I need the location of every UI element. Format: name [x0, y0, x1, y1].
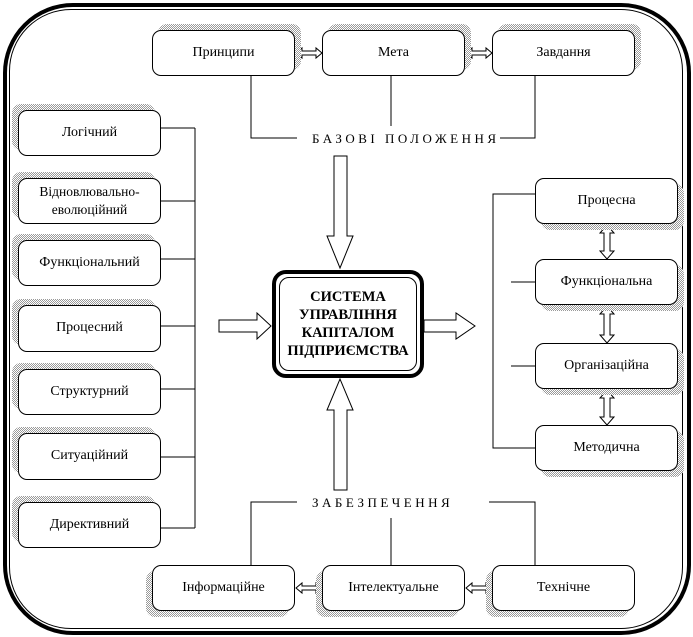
- right-bracket-line: [492, 193, 535, 449]
- box-intellectual: Інтелектуальне: [322, 565, 465, 611]
- center-line-4: ПІДПРИЄМСТВА: [287, 343, 409, 360]
- box-technical: Технічне: [492, 565, 635, 611]
- box-informational: Інформаційне: [152, 565, 295, 611]
- connector-info: [250, 501, 297, 565]
- box-restorative-evolutionary: Відновлювально- еволюційний: [18, 178, 161, 224]
- box-functional: Функціональний: [18, 240, 161, 286]
- box-organizational: Організаційна: [535, 343, 678, 389]
- box-principles: Принципи: [152, 30, 295, 76]
- outer-frame: [3, 3, 691, 635]
- box-process-right: Процесна: [535, 178, 678, 224]
- arrow-right-out-of-center: [423, 312, 476, 340]
- connector-tasks: [489, 76, 536, 139]
- base-provisions-label: БАЗОВІ ПОЛОЖЕННЯ: [312, 131, 500, 147]
- arrow-right-into-center: [218, 311, 272, 341]
- center-box: СИСТЕМА УПРАВЛІННЯ КАПІТАЛОМ ПІДПРИЄМСТВ…: [272, 270, 424, 378]
- arrow-down-to-center: [326, 155, 354, 270]
- box-structural: Структурний: [18, 369, 161, 415]
- center-line-1: СИСТЕМА: [310, 288, 386, 305]
- connector-principles: [250, 76, 297, 139]
- box-directive: Директивний: [18, 502, 161, 548]
- support-label: ЗАБЕЗПЕЧЕННЯ: [312, 495, 454, 511]
- box-functional-right: Функціональна: [535, 259, 678, 305]
- double-arrow-functional-organizational: [598, 305, 616, 344]
- box-logical: Логічний: [18, 110, 161, 156]
- double-arrow-process-functional: [598, 224, 616, 260]
- box-situational: Ситуаційний: [18, 433, 161, 480]
- center-title: СИСТЕМА УПРАВЛІННЯ КАПІТАЛОМ ПІДПРИЄМСТВ…: [279, 277, 417, 371]
- box-tasks: Завдання: [492, 30, 635, 76]
- box-methodical: Методична: [535, 425, 678, 471]
- box-goal: Мета: [322, 30, 465, 76]
- double-arrow-organizational-methodical: [598, 389, 616, 426]
- connector-tech: [489, 501, 536, 565]
- center-line-3: КАПІТАЛОМ: [301, 325, 395, 341]
- outer-frame-inner-line: [9, 9, 683, 629]
- arrow-up-to-center: [326, 377, 354, 491]
- center-line-2: УПРАВЛІННЯ: [299, 306, 397, 323]
- box-process: Процесний: [18, 305, 161, 352]
